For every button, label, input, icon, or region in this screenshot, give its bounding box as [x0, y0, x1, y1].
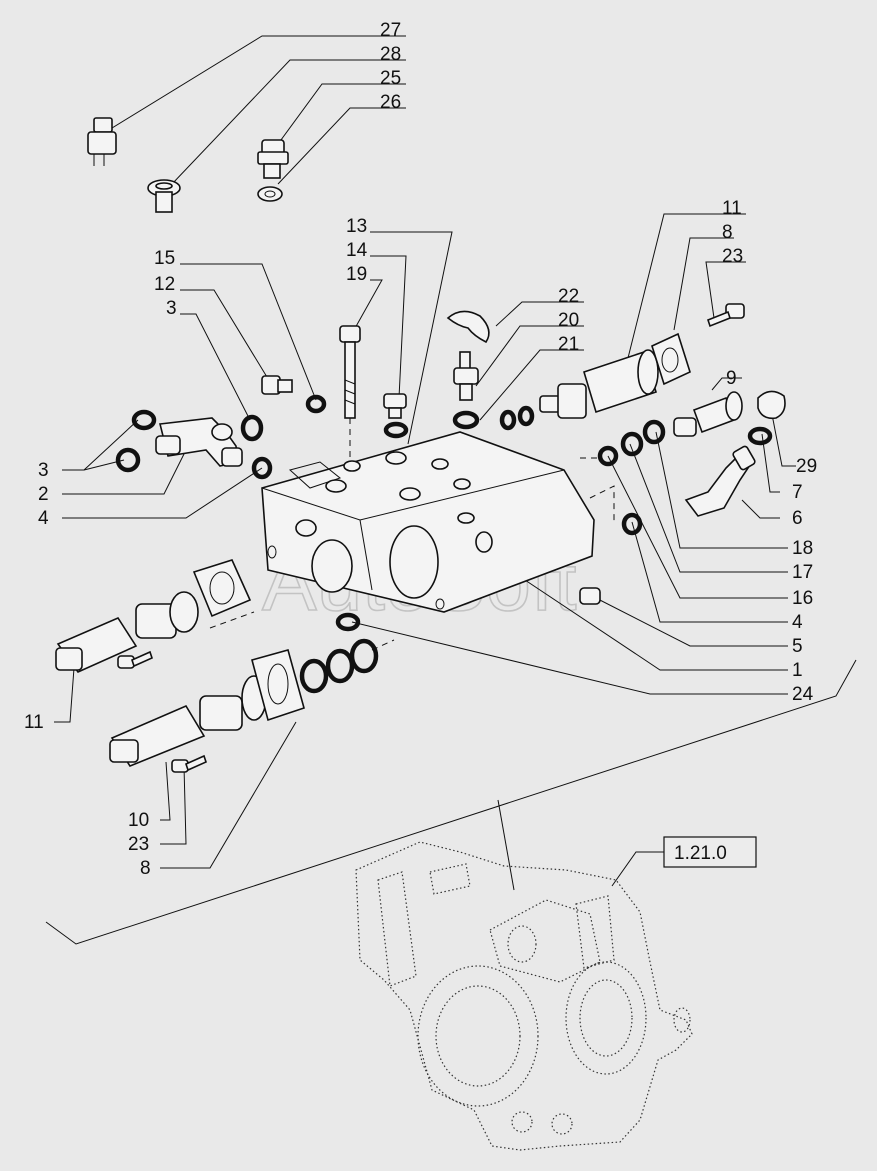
leader-reference: [611, 851, 664, 887]
callout-11-top: 11: [722, 198, 742, 219]
callout-8-bottom: 8: [140, 858, 151, 879]
part-8-flange-plate-lower-a: [192, 559, 252, 618]
part-23-screw-lower-a: [117, 650, 153, 669]
part-24-o-ring: [335, 612, 361, 632]
part-2-tee-fitting: [155, 417, 243, 467]
part-15-o-ring: [305, 394, 327, 414]
callout-22: 22: [558, 286, 579, 307]
part-29-cap: [757, 390, 786, 420]
part-7-o-ring: [747, 426, 773, 446]
part-25-screw-fitting: [257, 139, 289, 179]
leader-housing: [497, 799, 515, 891]
callout-28: 28: [380, 44, 401, 65]
leader-lines: [54, 35, 796, 869]
part-14-plug: [383, 393, 407, 419]
callout-4-left: 4: [38, 508, 49, 529]
callout-4-right: 4: [792, 612, 803, 633]
reference-label: 1.21.0: [674, 843, 727, 864]
part-10-solenoid-lower-b: [109, 675, 267, 767]
callout-5: 5: [792, 636, 803, 657]
callout-25: 25: [380, 68, 401, 89]
callout-11-bottom: 11: [24, 712, 44, 733]
section-divider: [45, 659, 857, 945]
part-23-screw-lower-b: [171, 754, 207, 773]
reference-box: [663, 836, 757, 868]
part-11-solenoid-upper: [539, 349, 659, 419]
part-19-long-bolt: [339, 325, 361, 464]
callout-8-top: 8: [722, 222, 733, 243]
part-18-o-ring: [642, 419, 666, 445]
part-23-screw-upper: [707, 303, 745, 328]
part-1-valve-block: [261, 431, 595, 613]
callout-29: 29: [796, 456, 817, 477]
callout-7: 7: [792, 482, 803, 503]
callout-21: 21: [558, 334, 579, 355]
part-3-o-ring-left-b: [115, 447, 141, 473]
callout-12: 12: [154, 274, 175, 295]
callout-labels: 27 28 25 26 13 14 19 15 12 3 11 8 23 22 …: [24, 20, 817, 879]
callout-19: 19: [346, 264, 367, 285]
part-22-clip: [446, 310, 490, 344]
callout-13: 13: [346, 216, 367, 237]
part-11-solenoid-lower-a: [55, 591, 199, 673]
callout-26: 26: [380, 92, 401, 113]
part-4-o-ring-left: [251, 456, 273, 480]
part-21-o-ring: [452, 410, 480, 430]
callout-10: 10: [128, 810, 149, 831]
part-5-plug: [579, 587, 601, 605]
part-13-o-ring: [383, 421, 409, 439]
callout-18: 18: [792, 538, 813, 559]
callout-1: 1: [792, 660, 803, 681]
part-3-o-ring-upper: [240, 414, 264, 442]
callout-3-left: 3: [38, 460, 49, 481]
part-16-o-ring: [597, 445, 619, 467]
callout-14: 14: [346, 240, 368, 261]
part-o-ring-lower-c: [349, 638, 379, 674]
part-12-plug: [261, 375, 293, 395]
callout-3-top: 3: [166, 298, 177, 319]
transmission-housing: [355, 841, 693, 1151]
part-o-ring-lower-a: [299, 658, 329, 694]
callout-17: 17: [792, 562, 813, 583]
callout-2: 2: [38, 484, 49, 505]
part-6-elbow-fitting: [684, 445, 756, 517]
callout-24: 24: [792, 684, 814, 705]
part-20-valve-stem: [453, 351, 479, 401]
part-8-flange-plate-upper: [651, 332, 691, 386]
callout-27: 27: [380, 20, 401, 41]
callout-23-top: 23: [722, 246, 743, 267]
part-17-o-ring: [620, 431, 644, 457]
part-o-ring-small-b: [517, 405, 535, 427]
callout-6: 6: [792, 508, 803, 529]
callout-16: 16: [792, 588, 813, 609]
part-9-valve: [673, 391, 743, 437]
part-28-plug: [147, 179, 181, 213]
part-o-ring-lower-b: [325, 648, 355, 684]
callout-20: 20: [558, 310, 579, 331]
part-27-pressure-switch: [87, 117, 117, 166]
callout-15: 15: [154, 248, 175, 269]
callout-23-bottom: 23: [128, 834, 149, 855]
part-4-o-ring-right: [621, 512, 643, 536]
part-o-ring-small-a: [499, 409, 517, 431]
callout-9: 9: [726, 368, 737, 389]
part-3-o-ring-left-a: [131, 409, 157, 431]
part-26-washer: [257, 186, 283, 202]
part-8-flange-plate-lower-b: [251, 649, 305, 722]
